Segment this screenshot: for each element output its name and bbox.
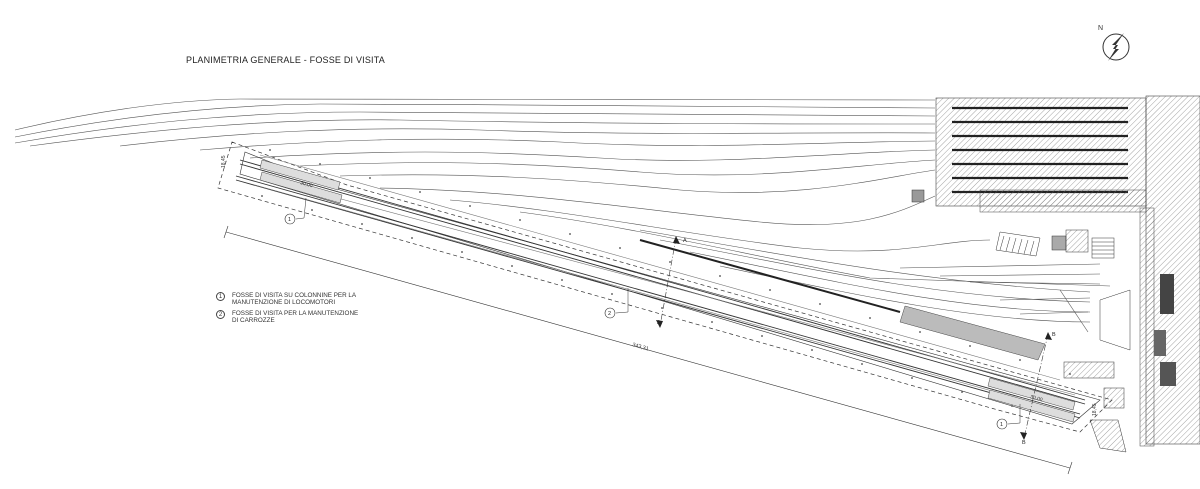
callout-two-mid: 2 (604, 288, 629, 319)
svg-text:1: 1 (288, 217, 291, 223)
svg-text:1: 1 (1000, 422, 1003, 428)
legend: 1 FOSSE DI VISITA SU COLONNINE PER LA MA… (216, 292, 358, 328)
section-b-bottom: B (1022, 440, 1026, 446)
legend-item: 1 FOSSE DI VISITA SU COLONNINE PER LA MA… (216, 292, 358, 307)
total-length-label: 343,31 (631, 342, 649, 352)
upper-track-yard (14, 98, 1111, 287)
pit-right-length: 30,00 (1029, 394, 1043, 403)
width-right-label: 18,45 (1092, 403, 1098, 416)
pit-left-length: 30,00 (299, 180, 313, 189)
width-left-label: 18,45 (221, 155, 227, 168)
section-b-top: B (1052, 332, 1056, 338)
section-a-top: A (683, 238, 687, 244)
svg-text:2: 2 (608, 311, 611, 317)
callout-one-right: 1 (996, 404, 1021, 430)
north-label: N (1098, 25, 1103, 32)
depot-buildings (911, 95, 1200, 453)
legend-number: 1 (216, 292, 225, 301)
legend-number: 2 (216, 309, 225, 319)
section-a-a: A A (656, 236, 687, 328)
section-a-bottom: A (657, 320, 661, 326)
legend-text: FOSSE DI VISITA PER LA MANUTENZIONE DI C… (232, 309, 359, 325)
callout-one-left: 1 (284, 197, 307, 225)
section-b-b: B B (1020, 332, 1056, 446)
legend-item: 2 FOSSE DI VISITA PER LA MANUTENZIONE DI… (216, 309, 359, 325)
north-arrow-icon: N (1094, 20, 1134, 71)
total-length-dimension: 343,31 (223, 225, 1073, 475)
legend-text: FOSSE DI VISITA SU COLONNINE PER LA MANU… (232, 292, 357, 307)
maintenance-pit-zone (217, 141, 1113, 433)
drawing-title: PLANIMETRIA GENERALE - FOSSE DI VISITA (186, 55, 385, 65)
